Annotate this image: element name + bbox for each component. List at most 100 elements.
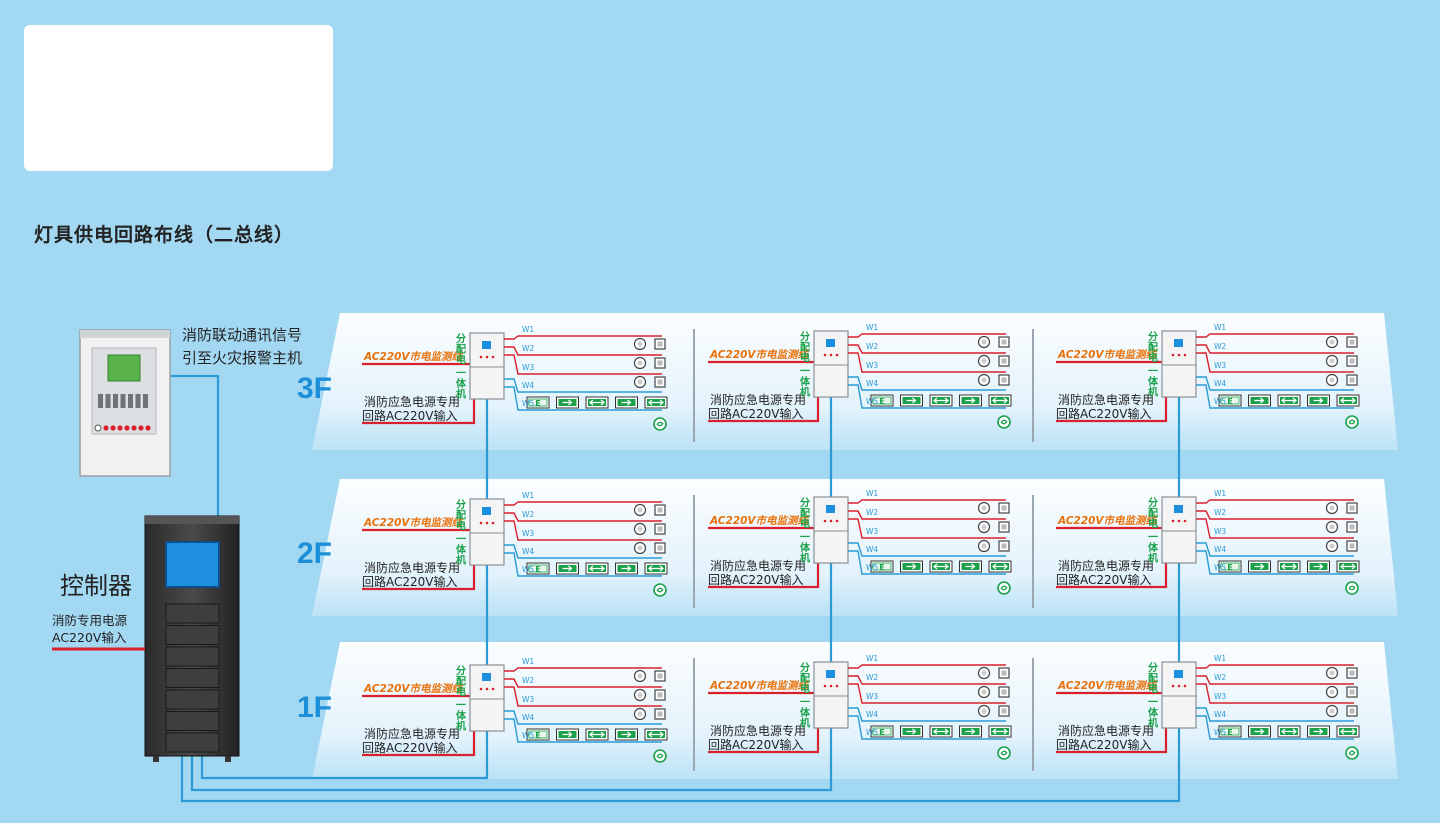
lamp-icon-core [657,692,663,698]
loop-label: W3 [522,363,534,372]
loop-label: W4 [866,710,878,719]
arrow-glyph [621,565,632,572]
smoke-detector-icon-core [981,339,987,345]
page-title: 灯具供电回路布线（二总线） [34,224,295,246]
unit-led [491,521,495,525]
exit-sign-text: E [879,563,884,572]
double-arrow-glyph [1340,397,1356,404]
unit-name-char: 电 [1148,682,1158,695]
power-input-line1: 消防应急电源专用 [364,394,460,409]
evacuation-icon-arrows [1348,419,1356,425]
lamp-icon-core [1001,358,1007,364]
smoke-detector-icon-core [981,358,987,364]
power-input-line [708,559,820,589]
mains-monitor-label: AC220V市电监测线 [1057,514,1158,527]
evacuation-icon-arrows [1000,750,1008,756]
mains-monitor-label: AC220V市电监测线 [709,348,810,361]
unit-led [1171,353,1175,357]
loop-label: W3 [522,529,534,538]
unit-name-char: 机 [800,717,810,730]
smoke-detector-icon-core [637,360,643,366]
alarm-host-key [105,394,111,408]
alarm-host-top [80,330,170,338]
unit-led [485,521,489,525]
evacuation-icon-arrows [1348,585,1356,591]
floor-slab [312,313,1398,450]
exit-sign-text: E [1227,728,1232,737]
lighting-loop [848,499,1006,504]
controller-foot [153,756,159,762]
unit-name-char: 一 [456,369,466,380]
lamp-icon-core [657,545,663,551]
double-arrow-glyph [1281,397,1297,404]
arrow-glyph [1313,728,1324,735]
evac-loop [504,386,662,411]
evacuation-icon-arrows [656,587,664,593]
mains-monitor-label: AC220V市电监测线 [363,350,464,363]
controller-foot [225,756,231,762]
smoke-detector-icon-core [1329,505,1335,511]
unit-display [482,507,491,515]
unit-name-char: 分 [456,664,466,677]
power-input-line1: 消防应急电源专用 [1058,723,1154,738]
unit-name-char: 一 [800,367,810,378]
exit-sign-text: E [535,565,540,574]
sign-loop [848,707,1006,722]
floor-label: 1F [297,691,332,724]
unit-name-char: 电 [456,519,466,532]
exit-sign-face [528,730,548,739]
lighting-loop [1196,352,1354,373]
loop-label: W5 [522,565,534,574]
arrow-glyph [965,563,976,570]
alarm-host-key [120,394,126,408]
loop-label: W4 [522,547,534,556]
smoke-detector-icon-core [1329,524,1335,530]
lighting-loop [504,667,662,672]
power-input-line [362,727,476,757]
exit-sign-text: E [1227,563,1232,572]
evacuation-icon [653,583,667,597]
arrow-glyph [965,728,976,735]
loop-label: W4 [1214,545,1226,554]
alarm-host-key-switch [94,424,102,432]
sign-loop [848,376,1006,391]
double-arrow-glyph [1340,728,1356,735]
loop-label: W3 [1214,361,1226,370]
loop-label: W1 [1214,323,1226,332]
alarm-host-key [113,394,118,408]
lighting-loop [504,520,662,541]
lighting-loop [848,683,1006,704]
power-input-line1: 消防应急电源专用 [710,558,806,573]
smoke-detector-icon-core [637,526,643,532]
mains-monitor-label: AC220V市电监测线 [709,514,810,527]
unit-name-char: 电 [456,353,466,366]
arrow-glyph [1254,728,1265,735]
loop-label: W4 [522,713,534,722]
distribution-unit-group: AC220V市电监测线消防应急电源专用回路AC220V输入分配电一体机W1W2W… [708,489,1012,595]
unit-name-char: 一 [456,535,466,546]
lamp-icon-core [1349,543,1355,549]
loop-label: W3 [1214,527,1226,536]
exit-sign-text: E [1227,397,1232,406]
lamp-icon-core [1001,689,1007,695]
loop-label: W2 [866,342,878,351]
power-input-line2: 回路AC220V输入 [362,740,458,755]
unit-name-char: 机 [1148,717,1158,730]
unit-display [826,670,835,678]
exit-sign-text: E [535,731,540,740]
unit-name-char: 机 [1148,386,1158,399]
sign-loop [1196,542,1354,557]
evacuation-icon-arrows [656,421,664,427]
power-input-line2: 回路AC220V输入 [1056,737,1152,752]
power-input-line2: 回路AC220V输入 [708,737,804,752]
evacuation-icon [1345,746,1359,760]
unit-led [835,519,839,523]
floor-label: 3F [297,372,332,405]
unit-led [1171,684,1175,688]
exit-sign-face [528,398,548,407]
unit-led [835,353,839,357]
alarm-signal-note: 消防联动通讯信号 引至火灾报警主机 [182,324,302,370]
arrow-glyph [562,731,573,738]
lamp-icon-core [657,673,663,679]
evac-loop [504,718,662,743]
